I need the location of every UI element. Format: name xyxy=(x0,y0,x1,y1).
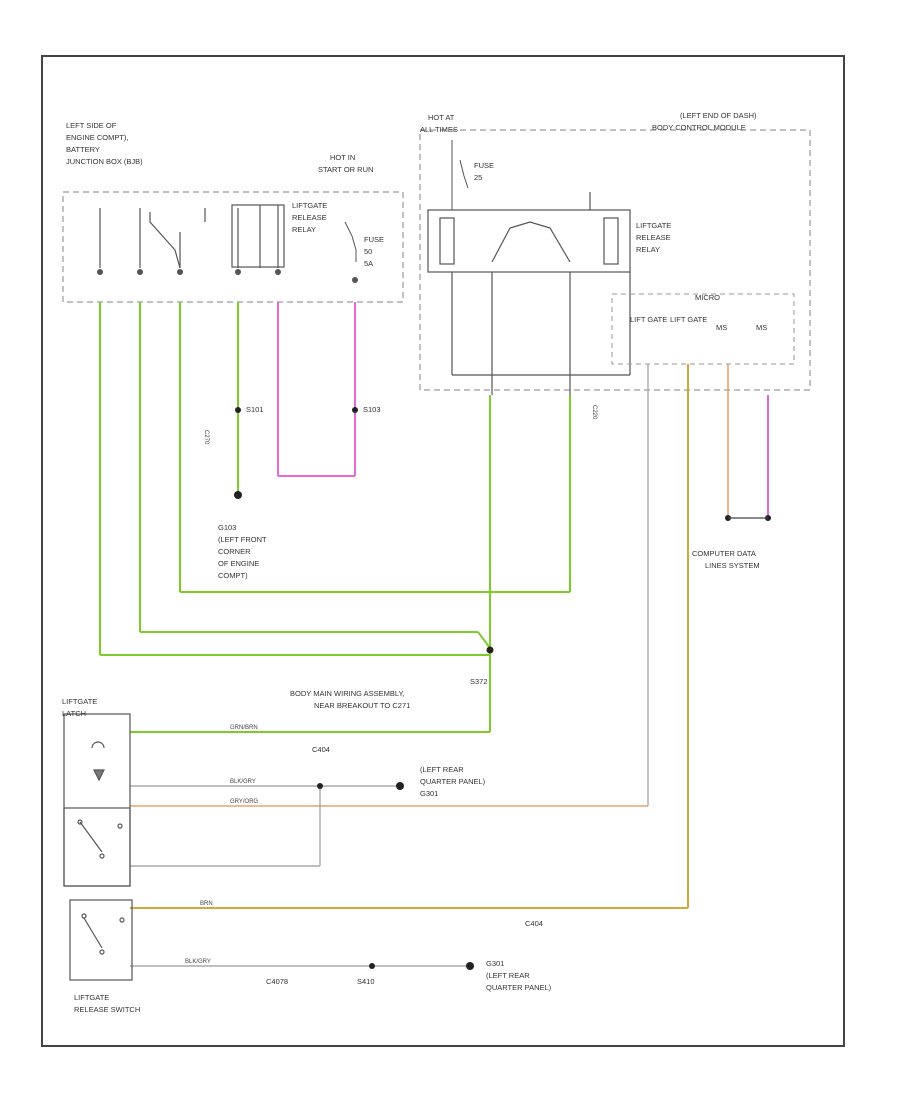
bcm-label: (LEFT END OF DASH) BODY CONTROL MODULE xyxy=(652,111,757,132)
svg-text:RELEASE: RELEASE xyxy=(636,233,671,242)
svg-text:ALL TIMES: ALL TIMES xyxy=(420,125,458,134)
svg-text:(LEFT FRONT: (LEFT FRONT xyxy=(218,535,267,544)
release-switch-label: LIFTGATE RELEASE SWITCH xyxy=(74,993,140,1014)
svg-text:COMPT): COMPT) xyxy=(218,571,248,580)
svg-text:HOT AT: HOT AT xyxy=(428,113,455,122)
gray-wires xyxy=(130,364,649,967)
c404-label-a: C404 xyxy=(312,745,330,754)
svg-text:(LEFT END OF DASH): (LEFT END OF DASH) xyxy=(680,111,757,120)
svg-text:RELAY: RELAY xyxy=(292,225,316,234)
green-wires xyxy=(99,302,571,733)
liftgate-release-switch xyxy=(69,899,133,981)
svg-text:25: 25 xyxy=(474,173,482,182)
computer-data-label: COMPUTER DATA LINES SYSTEM xyxy=(692,549,760,570)
micro-pins: LIFT GATE LIFT GATE MS MS xyxy=(630,315,767,332)
diagram-frame xyxy=(41,55,845,1047)
svg-text:OF ENGINE: OF ENGINE xyxy=(218,559,259,568)
svg-text:(LEFT REAR: (LEFT REAR xyxy=(420,765,464,774)
conn-c220: C220 xyxy=(591,405,597,420)
svg-text:5A: 5A xyxy=(364,259,373,268)
latch-internals xyxy=(63,741,131,887)
svg-text:LIFTGATE: LIFTGATE xyxy=(74,993,109,1002)
wire-tag-grn: GRN/BRN xyxy=(230,725,258,731)
micro-label: MICRO xyxy=(695,293,720,302)
svg-text:LIFTGATE: LIFTGATE xyxy=(292,201,327,210)
wire-tag-blk2: BLK/GRY xyxy=(185,959,211,965)
svg-text:BODY CONTROL MODULE: BODY CONTROL MODULE xyxy=(652,123,746,132)
g301-ground-label: G301 (LEFT REAR QUARTER PANEL) xyxy=(486,959,552,992)
c4078-label: C4078 xyxy=(266,977,288,986)
left-relay-label: LIFTGATE RELEASE RELAY xyxy=(292,201,327,234)
svg-text:LATCH: LATCH xyxy=(62,709,86,718)
yellow-wires xyxy=(130,364,689,909)
svg-text:LIFT GATE: LIFT GATE xyxy=(630,315,667,324)
svg-text:NEAR BREAKOUT TO C271: NEAR BREAKOUT TO C271 xyxy=(314,701,410,710)
svg-text:FUSE: FUSE xyxy=(474,161,494,170)
svg-text:(LEFT REAR: (LEFT REAR xyxy=(486,971,530,980)
svg-text:BATTERY: BATTERY xyxy=(66,145,100,154)
svg-text:FUSE: FUSE xyxy=(364,235,384,244)
svg-text:COMPUTER DATA: COMPUTER DATA xyxy=(692,549,756,558)
svg-text:START OR RUN: START OR RUN xyxy=(318,165,373,174)
left-relay-symbol xyxy=(99,204,285,269)
junction-box-label: LEFT SIDE OF ENGINE COMPT), BATTERY JUNC… xyxy=(66,121,143,166)
wire-tag-blk: BLK/GRY xyxy=(230,779,256,785)
junction-box-outline xyxy=(62,191,404,303)
hot-in-start-label: HOT IN START OR RUN xyxy=(318,153,373,174)
liftgate-latch-label: LIFTGATE LATCH xyxy=(62,697,97,718)
s372-label: S372 BODY MAIN WIRING ASSEMBLY, NEAR BRE… xyxy=(290,677,488,710)
svg-text:50: 50 xyxy=(364,247,372,256)
s410-label: S410 xyxy=(357,977,375,986)
splice-s101: S101 xyxy=(246,405,264,414)
left-terminals xyxy=(97,269,358,283)
svg-text:RELEASE: RELEASE xyxy=(292,213,327,222)
svg-text:G301: G301 xyxy=(420,789,438,798)
conn-c270: C270 xyxy=(203,430,209,445)
left-fuse: FUSE 50 5A xyxy=(344,221,384,268)
svg-text:MS: MS xyxy=(716,323,727,332)
splice-points xyxy=(234,407,771,970)
svg-text:JUNCTION BOX (BJB): JUNCTION BOX (BJB) xyxy=(66,157,143,166)
svg-text:MS: MS xyxy=(756,323,767,332)
wire-tag-gry: GRY/ORG xyxy=(230,799,259,805)
hot-all-times-label: HOT AT ALL TIMES xyxy=(420,113,458,134)
svg-text:G301: G301 xyxy=(486,959,504,968)
right-fuse: FUSE 25 xyxy=(451,140,494,210)
svg-text:LIFTGATE: LIFTGATE xyxy=(636,221,671,230)
liftgate-latch xyxy=(63,713,131,887)
c404-label-b: C404 xyxy=(525,919,543,928)
svg-text:RELAY: RELAY xyxy=(636,245,660,254)
svg-text:G103: G103 xyxy=(218,523,236,532)
wire-tag-ylw: BRN xyxy=(200,901,213,907)
pink-wires xyxy=(277,302,769,515)
orange-wires xyxy=(130,364,729,807)
svg-text:BODY MAIN WIRING ASSEMBLY,: BODY MAIN WIRING ASSEMBLY, xyxy=(290,689,405,698)
svg-text:CORNER: CORNER xyxy=(218,547,251,556)
svg-text:LEFT SIDE OF: LEFT SIDE OF xyxy=(66,121,117,130)
svg-text:ENGINE COMPT),: ENGINE COMPT), xyxy=(66,133,129,142)
svg-text:RELEASE SWITCH: RELEASE SWITCH xyxy=(74,1005,140,1014)
svg-text:HOT IN: HOT IN xyxy=(330,153,355,162)
switch-internals xyxy=(81,913,125,955)
svg-text:S372: S372 xyxy=(470,677,488,686)
svg-text:QUARTER PANEL): QUARTER PANEL) xyxy=(486,983,552,992)
right-relay-label: LIFTGATE RELEASE RELAY xyxy=(636,221,671,254)
svg-text:LIFT GATE: LIFT GATE xyxy=(670,315,707,324)
right-relay-symbol xyxy=(427,192,631,395)
svg-text:LIFTGATE: LIFTGATE xyxy=(62,697,97,706)
rear-ground-label: (LEFT REAR QUARTER PANEL) G301 xyxy=(420,765,486,798)
svg-text:LINES SYSTEM: LINES SYSTEM xyxy=(705,561,760,570)
g103-ground-label: G103 (LEFT FRONT CORNER OF ENGINE COMPT) xyxy=(218,523,267,580)
splice-s103: S103 xyxy=(363,405,381,414)
micro-box xyxy=(611,293,795,365)
bcm-outline xyxy=(419,129,811,391)
svg-text:QUARTER PANEL): QUARTER PANEL) xyxy=(420,777,486,786)
